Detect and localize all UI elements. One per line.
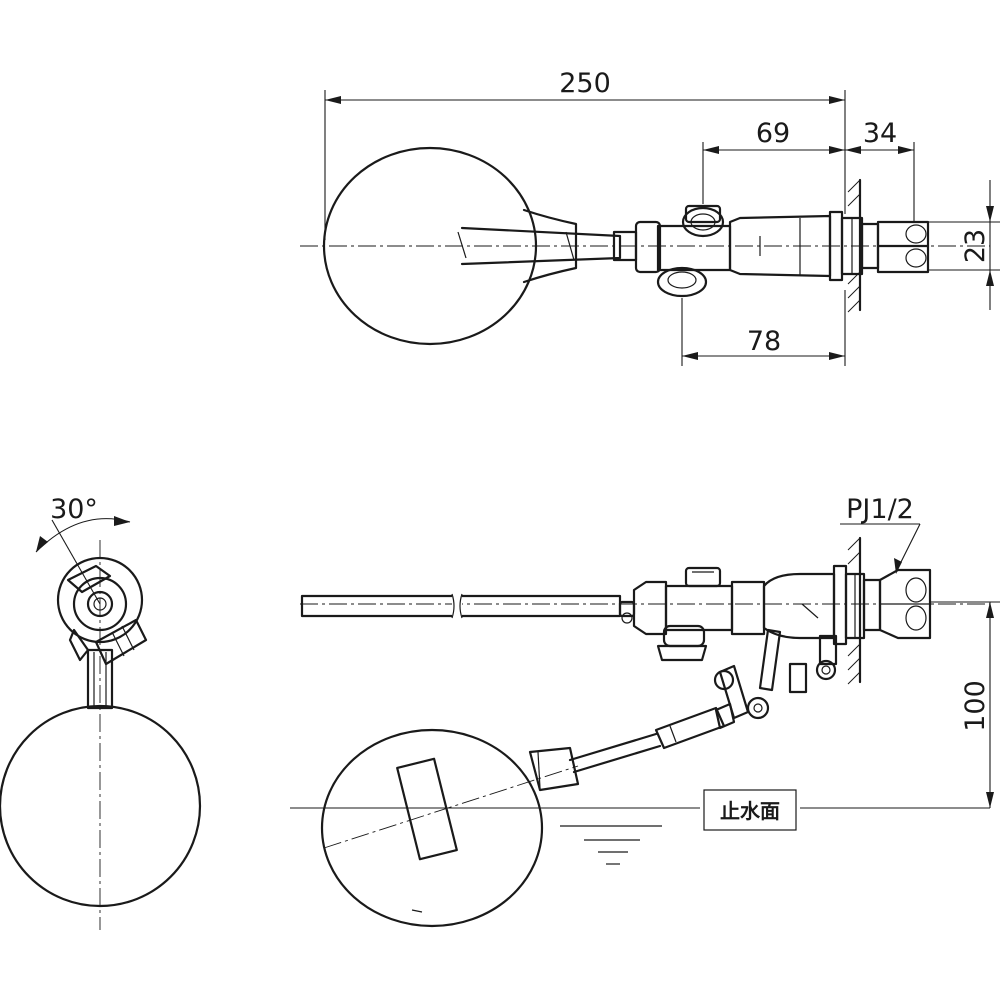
dim-wall-to-end: 34 [863,118,897,149]
end-bracket [66,564,112,594]
top-valve-body [634,220,662,274]
top-float-ball [322,146,538,346]
dim-float-drop: 100 [960,680,991,732]
top-float-collar [522,208,578,284]
dim-valve-to-wall: 69 [756,118,790,149]
front-float-collar [528,746,580,792]
water-level-box [703,789,797,831]
end-valve-body [56,556,144,644]
front-valve-stem [762,572,836,640]
top-branch-outlet [656,266,708,298]
water-level-label: 止水面 [720,799,780,823]
front-view: 止水面 100 PJ1/2 [290,494,1000,928]
front-link-arm [758,628,782,692]
end-view: 30° [0,494,202,930]
front-float-arm [654,706,726,750]
dim-nut-width: 23 [960,229,991,263]
front-flange [832,564,848,646]
thread-label: PJ1/2 [846,494,914,525]
dim-branch-to-wall: 78 [747,326,781,357]
front-float-mark [396,757,458,861]
front-top-cap [684,566,722,588]
front-valve-barrel [664,584,734,632]
front-valve-body [632,580,668,636]
end-float-ball [0,704,202,908]
top-float-rod [460,226,622,266]
top-valve-barrel [656,224,732,272]
top-view: 250 69 34 23 78 [300,68,1000,366]
angle-label: 30° [50,494,98,525]
front-lever [718,664,750,720]
front-float-ball [320,728,544,928]
dim-overall-length: 250 [559,68,611,99]
